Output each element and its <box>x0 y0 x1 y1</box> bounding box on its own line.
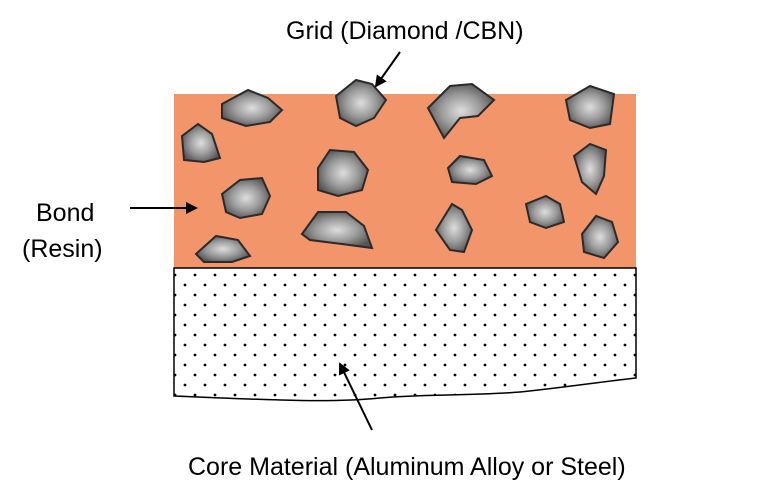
grit-label: Grid (Diamond /CBN) <box>286 17 524 45</box>
grit-particle <box>300 211 374 250</box>
grit-particle <box>426 82 496 140</box>
grit-pointer-arrow <box>374 51 401 88</box>
core-material-label: Core Material (Aluminum Alloy or Steel) <box>188 453 626 481</box>
grit-particle <box>434 202 474 254</box>
grit-particle <box>334 78 388 128</box>
grit-particle <box>220 176 272 220</box>
abrasive-grits <box>180 78 620 263</box>
grit-particle <box>180 122 222 164</box>
grit-particle <box>221 88 284 128</box>
core-material-layer <box>173 267 637 402</box>
grit-particle <box>317 148 370 198</box>
bond-resin-label: (Resin) <box>22 235 103 263</box>
grit-particle <box>580 214 620 260</box>
bond-label: Bond <box>36 199 95 227</box>
grit-particle <box>564 84 616 130</box>
grit-particle <box>194 234 252 263</box>
grit-particle <box>446 154 494 186</box>
grit-particle <box>572 142 608 196</box>
grit-particle <box>524 194 566 230</box>
core-pointer-arrow <box>338 362 373 431</box>
